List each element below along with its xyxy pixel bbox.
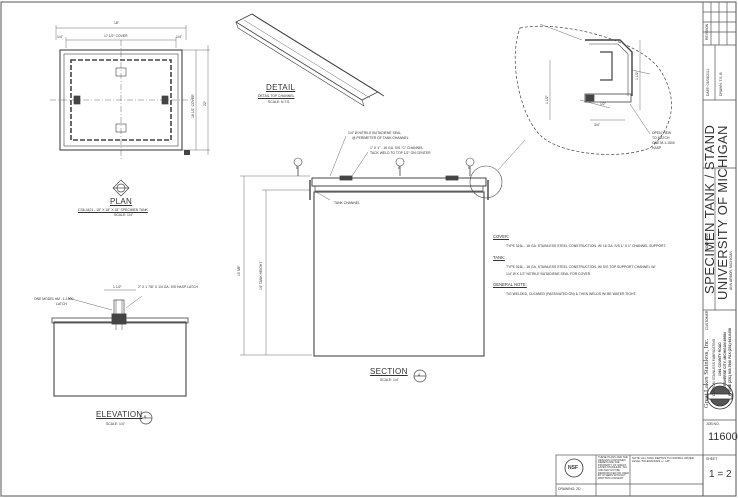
detail-circle-callout-3: ONE M-1-1500 <box>652 141 675 145</box>
bubble-b-2 <box>395 157 405 167</box>
bubble-b-1 <box>293 157 303 167</box>
detail-circle-callout-4: HASP <box>652 146 662 150</box>
company-address-2: TRAVERSE CITY, MICHIGAN 49684 <box>723 332 727 388</box>
tolerance-note: NOTE: ALL TANK DEPTHS TO NORMAL WATER LE… <box>632 456 694 463</box>
company-name: Great Lakes Stainless, Inc. <box>703 338 710 409</box>
detail-circle-dim-2: 1 1/2" <box>545 95 549 104</box>
elevation-callout-2: LATCH <box>56 302 67 306</box>
plan-dim-cover: 17 1/2" COVER <box>104 34 128 38</box>
section-view <box>240 135 526 357</box>
elevation-callout-4: 2" X 1 7/8" X 1/4 GA. S/S HASP LATCH <box>138 285 198 289</box>
sheet-value: 1 = 2 <box>709 469 732 480</box>
date-label: DATE: 03/08/2011 <box>706 68 710 96</box>
plan-view <box>50 25 210 160</box>
drawn-label: DRAWN: T.S. B. <box>719 71 723 97</box>
job-no-label: JOB NO. <box>706 422 720 426</box>
detail-subtitle: DETAIL TOP CHANNEL <box>258 94 295 98</box>
detail-circle-dim-3: 3/4" <box>594 123 600 127</box>
bubble-b-3 <box>465 157 475 167</box>
elevation-title: ELEVATION <box>96 410 143 419</box>
detail-channel-view <box>235 13 385 107</box>
section-callout-1: 1/4" Ø NITRILE BUTADIENE SEAL <box>348 131 402 135</box>
section-callout-5: TANK CHANNEL <box>334 201 360 205</box>
section-callout-3: 1" X 1" - 16 GA. S/S "C" CHANNEL <box>370 146 424 150</box>
section-title: SECTION <box>370 367 408 376</box>
plan-title: PLAN <box>110 197 133 206</box>
detail-circle-dim-1: 1 1/2" <box>635 71 639 80</box>
section-marker <box>413 369 427 383</box>
section-dim-height: 15 5/8" <box>237 265 241 276</box>
note-tank-text-2: 1/4" Ø X 1/2" NITRILE BUTADIENE SEAL FOR… <box>506 272 592 276</box>
nsf-logo <box>564 458 584 478</box>
elevation-marker-label: B <box>144 415 147 419</box>
plan-marker <box>112 179 130 197</box>
note-general-text: TIG WELDED, CLEANED (PASSIVATED ON) & TH… <box>506 292 637 296</box>
section-bubble-label-1: B <box>296 166 299 170</box>
note-tank-text-1: TYPE 316L - 16 GA. STAINLESS STEEL CONST… <box>506 265 656 269</box>
company-phone: PHONE (231) 943-7640 FAX (231) 943-0458 <box>728 328 732 396</box>
section-scale: SCALE: 1/4" <box>380 378 399 382</box>
note-cover-heading: COVER: <box>493 234 510 239</box>
note-general-heading: GENERAL NOTE: <box>493 282 527 287</box>
elevation-marker <box>139 411 153 425</box>
title-block <box>555 2 736 497</box>
section-bubble-label-2: B <box>398 166 401 170</box>
elevation-callout-3: 1 1/2" <box>113 285 122 289</box>
section-callout-2: @ PERIMETER OF TANK CHANNEL <box>352 136 409 140</box>
detail-scale: SCALE: N.T.S. <box>268 100 291 104</box>
detail-title: DETAIL <box>266 83 296 92</box>
plan-dim-side-b: 22" <box>203 101 207 106</box>
plan-dim-right: 1/4" <box>176 35 182 39</box>
plan-subtitle: CS6-4421 - 18" X 18" X 18" SPECIMEN TANK <box>78 208 148 212</box>
plan-dim-top: 18" <box>114 21 119 25</box>
plan-scale: SCALE: 1/4" <box>114 213 133 217</box>
section-bubbles <box>293 157 475 167</box>
sheet-label: SHEET <box>706 457 718 461</box>
customer-label: CUSTOMER <box>705 310 709 330</box>
revision-label: REVISION <box>705 23 709 40</box>
plan-dim-side-a: 18 1/2" COVER <box>191 94 195 118</box>
client-sub: ANN ARBOR, MICHIGAN <box>729 251 733 290</box>
detail-circle-callout-2: TO MATCH <box>652 136 670 140</box>
note-cover-text: TYPE 316L - 16 GA. STAINLESS STEEL CONST… <box>506 244 666 248</box>
detail-circle-view <box>514 23 672 155</box>
elevation-view <box>51 289 189 397</box>
section-dim-inner: 14" TANK HEIGHT <box>259 261 263 290</box>
section-callout-4: TACK WELD TO TOP 1/2" ON CENTER <box>370 151 431 155</box>
company-logo <box>706 382 734 410</box>
detail-circle-dim-4: 1/2" <box>600 102 606 106</box>
note-tank-heading: TANK: <box>493 255 506 260</box>
detail-circle-callout-1: OPEN VIEW <box>652 131 672 135</box>
nsf-text: NSF <box>568 465 578 471</box>
drawing-label: DRAWING: 2D <box>558 487 581 491</box>
section-marker-label: A <box>418 373 421 377</box>
company-sub: CUSTOM STAINLESS FABRICATING <box>712 338 716 396</box>
elevation-scale: SCALE: 1/4" <box>106 422 125 426</box>
elevation-callout-1: ONE MODEL #M - 1-1500 <box>34 297 74 301</box>
client-name: UNIVERSITY OF MICHIGAN <box>715 125 730 300</box>
plan-dim-left: 1/4" <box>57 35 63 39</box>
company-address-1: 1361 COUNTY ROAD <box>718 342 722 376</box>
disclaimer-text: THESE PLANS AND THE DESIGNS CONTAINED HE… <box>598 456 629 480</box>
job-no: 11600 <box>708 431 738 443</box>
section-bubble-label-3: B <box>468 166 471 170</box>
